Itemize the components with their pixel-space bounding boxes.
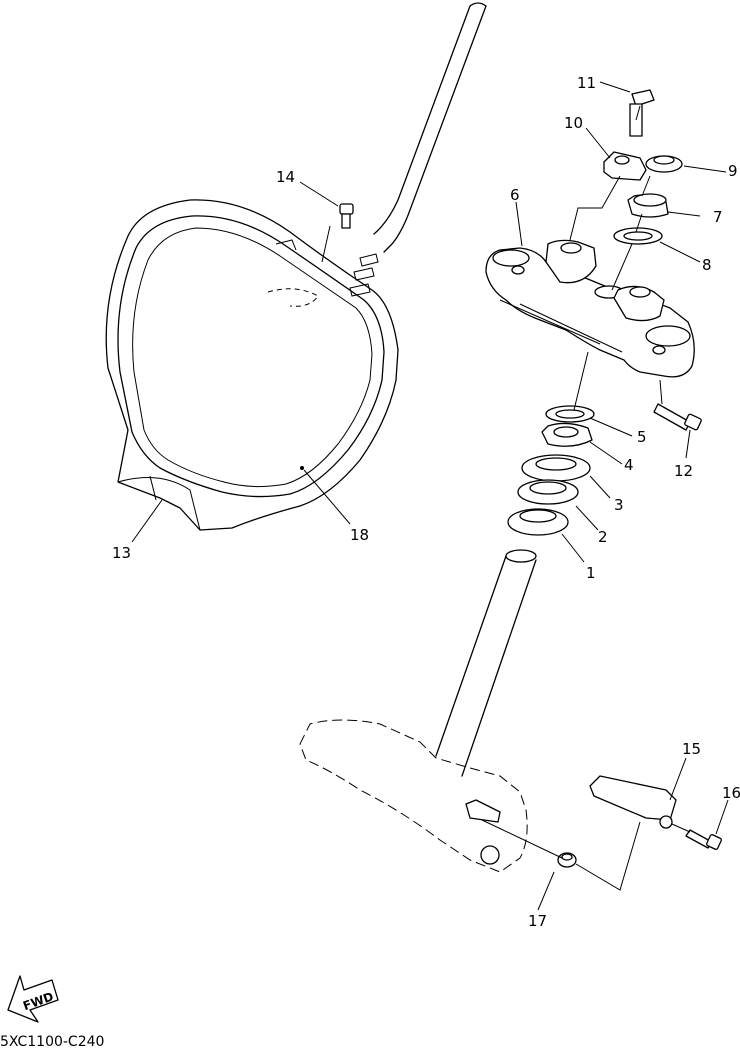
cover-3-drawing — [521, 454, 591, 482]
collar-17-drawing — [557, 852, 577, 868]
fwd-arrow-icon: FWD — [7, 975, 59, 1023]
leader-lines — [131, 81, 729, 911]
part-label-16: 16 — [722, 784, 740, 802]
steering-stem-drawing — [435, 549, 537, 777]
bearing-2-drawing — [517, 479, 579, 505]
holder-10-drawing — [603, 151, 647, 181]
part-label-11: 11 — [577, 74, 596, 92]
bolt-11-drawing — [629, 89, 655, 137]
part-label-17: 17 — [528, 912, 547, 930]
part-label-9: 9 — [728, 162, 738, 180]
part-label-13: 13 — [112, 544, 131, 562]
diagram-code: 5XC1100-C240 — [0, 1034, 105, 1050]
lower-bracket-drawing — [299, 719, 528, 873]
part-label-4: 4 — [624, 456, 634, 474]
part-label-15: 15 — [682, 740, 701, 758]
collar-7-drawing — [627, 193, 669, 218]
part-label-12: 12 — [674, 462, 693, 480]
part-label-3: 3 — [614, 496, 624, 514]
cable-guide-15-drawing — [589, 775, 677, 829]
washer-8-drawing — [613, 227, 663, 245]
bearing-1-drawing — [507, 508, 569, 536]
part-label-6: 6 — [510, 186, 520, 204]
upper-bracket-drawing — [485, 239, 695, 378]
part-label-14: 14 — [276, 168, 295, 186]
bolt-14-drawing — [339, 203, 354, 229]
part-label-7: 7 — [713, 208, 723, 226]
part-label-5: 5 — [637, 428, 647, 446]
part-label-10: 10 — [564, 114, 583, 132]
number-plate-drawing — [105, 2, 487, 531]
part-label-2: 2 — [598, 528, 608, 546]
bolt-16-drawing — [685, 829, 722, 850]
part-label-1: 1 — [586, 564, 596, 582]
washer-5-drawing — [545, 405, 595, 423]
nut-4-drawing — [541, 422, 593, 447]
part-labels: 11 10 9 6 7 8 14 5 4 12 3 2 1 13 18 15 1… — [112, 74, 740, 930]
part-label-18: 18 — [350, 526, 369, 544]
bolt-12-drawing — [653, 403, 702, 431]
assembly-guide-lines — [321, 105, 691, 891]
nut-9-drawing — [645, 155, 683, 173]
part-label-8: 8 — [702, 256, 712, 274]
